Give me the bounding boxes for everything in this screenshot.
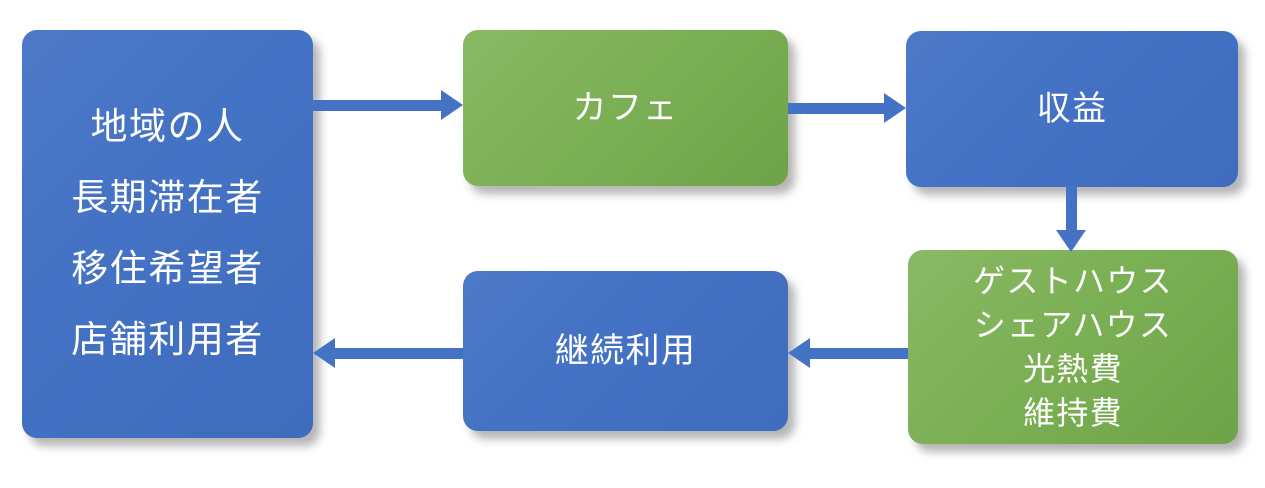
node-audience-line-2: 長期滞在者 (71, 177, 264, 219)
arrow-right-icon-audience-to-cafe (313, 86, 463, 124)
arrow-head (884, 93, 906, 123)
arrow-right-icon-cafe-to-revenue (788, 89, 906, 127)
node-cafe[interactable]: カフェ (463, 30, 788, 186)
node-audience-line-3: 移住希望者 (71, 248, 264, 289)
arrow-head (313, 338, 335, 368)
arrow-shaft (1066, 186, 1077, 230)
node-repeat-label: 継続利用 (554, 331, 697, 370)
node-lodging-line-1: ゲストハウス (973, 262, 1173, 299)
node-cafe-label: カフェ (572, 88, 679, 127)
node-audience[interactable]: 地域の人 長期滞在者 移住希望者 店舗利用者 (22, 30, 313, 438)
arrow-head (788, 338, 810, 368)
arrow-shaft (788, 103, 884, 114)
node-revenue[interactable]: 収益 (906, 31, 1238, 187)
arrow-down-icon-revenue-to-lodging (1052, 186, 1090, 252)
arrow-shaft (810, 348, 908, 359)
node-lodging-line-2: シェアハウス (973, 306, 1173, 343)
node-repeat[interactable]: 継続利用 (463, 271, 788, 431)
arrow-head (441, 90, 463, 120)
node-audience-line-4: 店舗利用者 (71, 318, 264, 360)
arrow-head (1056, 230, 1086, 252)
node-revenue-label: 収益 (1036, 89, 1108, 128)
arrow-shaft (313, 100, 441, 111)
arrow-shaft (335, 348, 463, 359)
arrow-left-icon-lodging-to-repeat (788, 334, 908, 372)
node-lodging-line-3: 光熱費 (1023, 351, 1123, 387)
arrow-left-icon-repeat-to-audience (313, 334, 463, 372)
node-audience-line-1: 地域の人 (90, 106, 245, 148)
node-lodging-line-4: 維持費 (1023, 395, 1123, 432)
node-lodging[interactable]: ゲストハウス シェアハウス 光熱費 維持費 (908, 250, 1238, 444)
